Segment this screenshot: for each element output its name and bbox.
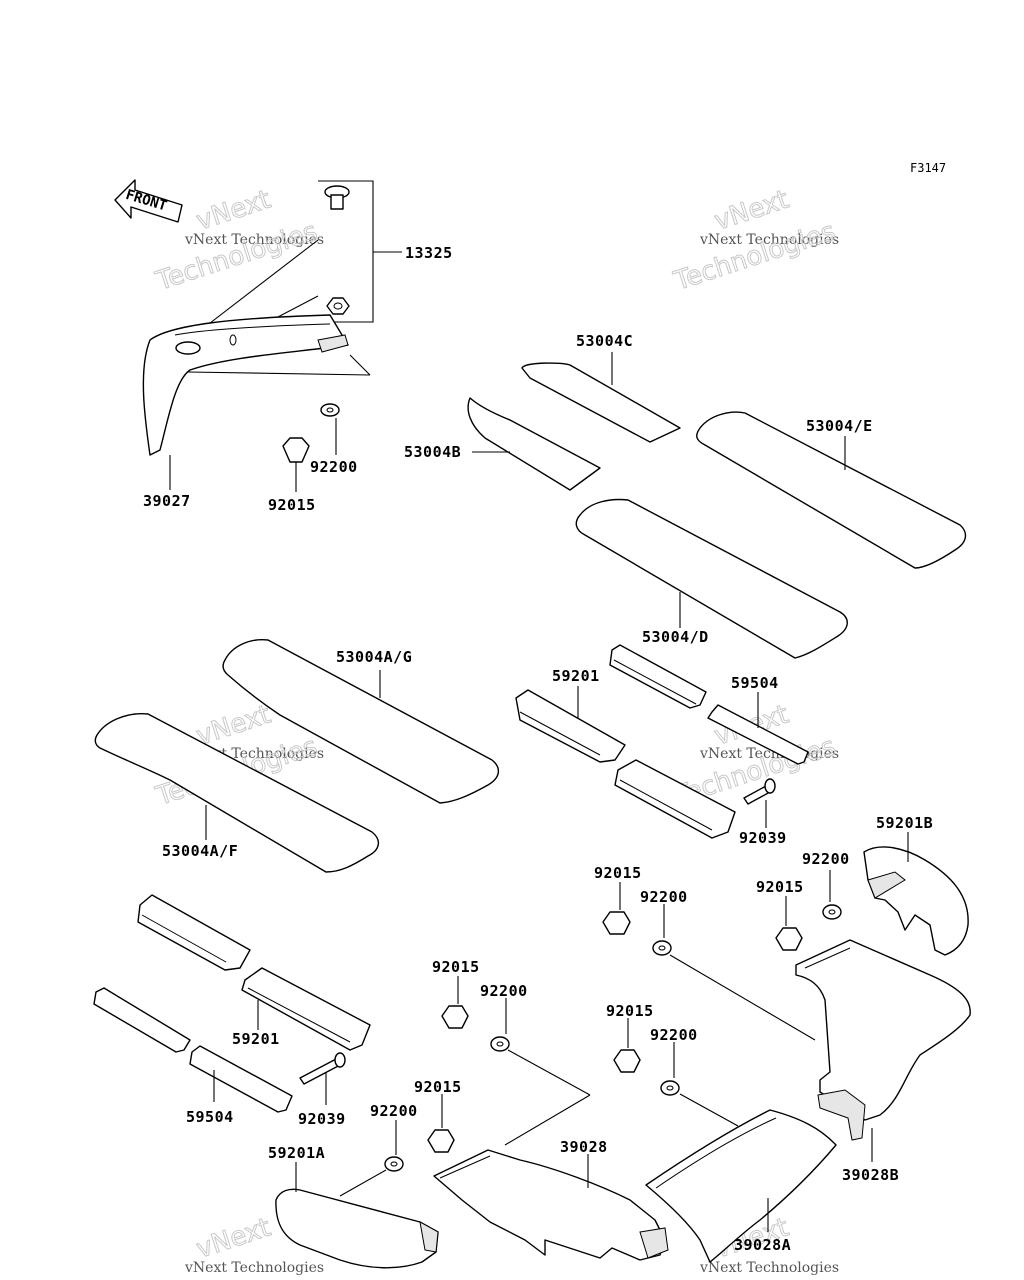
part-53004B: 53004B [404, 397, 601, 491]
part-59201A: 59201A [268, 1144, 439, 1269]
part-92015-right: 92015 [756, 878, 804, 951]
part-13325: 13325 [187, 180, 453, 365]
label-92015-center-3: 92015 [414, 1078, 462, 1096]
label-92039-top: 92039 [739, 829, 787, 847]
watermark-top-left: vNext vNext Technologies Technologies [151, 184, 324, 297]
label-92015-top: 92015 [268, 496, 316, 514]
part-59201B: 59201B [863, 814, 969, 956]
label-53004AF: 53004A/F [162, 842, 238, 860]
part-92015-center-3: 92015 [414, 1078, 462, 1153]
label-53004D: 53004/D [642, 628, 709, 646]
label-92200-center-1: 92200 [480, 982, 528, 1000]
part-39027: 39027 [142, 314, 371, 510]
label-92015-center-2: 92015 [606, 1002, 654, 1020]
part-92200-mid: 92200 [640, 888, 816, 1041]
part-92200-center-1: 92200 [480, 982, 591, 1146]
svg-text:vNext Technologies: vNext Technologies [184, 232, 324, 248]
part-92200-top: 92200 [310, 403, 358, 476]
label-39027: 39027 [143, 492, 191, 510]
label-92200-top: 92200 [310, 458, 358, 476]
label-53004C: 53004C [576, 332, 633, 350]
label-53004AG: 53004A/G [336, 648, 412, 666]
part-92015-center-2: 92015 [606, 1002, 654, 1073]
label-39028A: 39028A [734, 1236, 791, 1254]
part-53004E: 53004/E [696, 411, 967, 569]
part-53004D: 53004/D [575, 498, 848, 659]
label-53004E: 53004/E [806, 417, 873, 435]
part-92015-mid: 92015 [594, 864, 642, 935]
label-59504-bottom: 59504 [186, 1108, 234, 1126]
label-13325: 13325 [405, 244, 453, 262]
part-59201-top: 59201 [515, 644, 736, 839]
label-92200-right: 92200 [802, 850, 850, 868]
label-59201-top: 59201 [552, 667, 600, 685]
part-92015-center-1: 92015 [432, 958, 480, 1029]
label-59201A: 59201A [268, 1144, 325, 1162]
svg-text:vNext: vNext [193, 1213, 275, 1265]
label-92039-bottom: 92039 [298, 1110, 346, 1128]
part-92200-center-3: 92200 [339, 1102, 418, 1197]
label-92200-mid: 92200 [640, 888, 688, 906]
label-92200-center-2: 92200 [650, 1026, 698, 1044]
svg-text:vNext: vNext [711, 185, 793, 237]
part-59504-bottom: 59504 [93, 987, 293, 1126]
label-59201-bottom: 59201 [232, 1030, 280, 1048]
part-39028B: 39028B [795, 939, 971, 1184]
label-59201B: 59201B [876, 814, 933, 832]
part-92015-top: 92015 [268, 437, 316, 514]
label-92015-center-1: 92015 [432, 958, 480, 976]
part-39028A: 39028A [645, 1109, 837, 1263]
svg-text:vNext Technologies: vNext Technologies [699, 232, 839, 248]
part-92200-right: 92200 [802, 850, 850, 920]
part-53004C: 53004C [521, 332, 681, 443]
part-92200-center-2: 92200 [650, 1026, 739, 1127]
part-59201-bottom: 59201 [137, 894, 371, 1051]
label-92015-right: 92015 [756, 878, 804, 896]
svg-text:Technologies: Technologies [670, 217, 839, 297]
label-59504-top: 59504 [731, 674, 779, 692]
svg-text:vNext: vNext [193, 185, 275, 237]
part-59504-top: 59504 [707, 674, 809, 765]
front-arrow-icon: FRONT [114, 179, 183, 223]
part-92039-top: 92039 [739, 778, 787, 847]
svg-text:vNext Technologies: vNext Technologies [184, 1260, 324, 1276]
label-39028: 39028 [560, 1138, 608, 1156]
svg-text:vNext Technologies: vNext Technologies [699, 1260, 839, 1276]
part-53004AF: 53004A/F [94, 713, 379, 873]
figure-code: F3147 [910, 161, 946, 175]
part-92039-bottom: 92039 [298, 1052, 346, 1128]
part-39028: 39028 [433, 1138, 669, 1261]
label-53004B: 53004B [404, 443, 461, 461]
label-92015-mid: 92015 [594, 864, 642, 882]
watermark-top-right: vNext vNext Technologies Technologies [669, 184, 839, 297]
label-92200-center-3: 92200 [370, 1102, 418, 1120]
label-39028B: 39028B [842, 1166, 899, 1184]
part-53004AG: 53004A/G [222, 639, 499, 804]
